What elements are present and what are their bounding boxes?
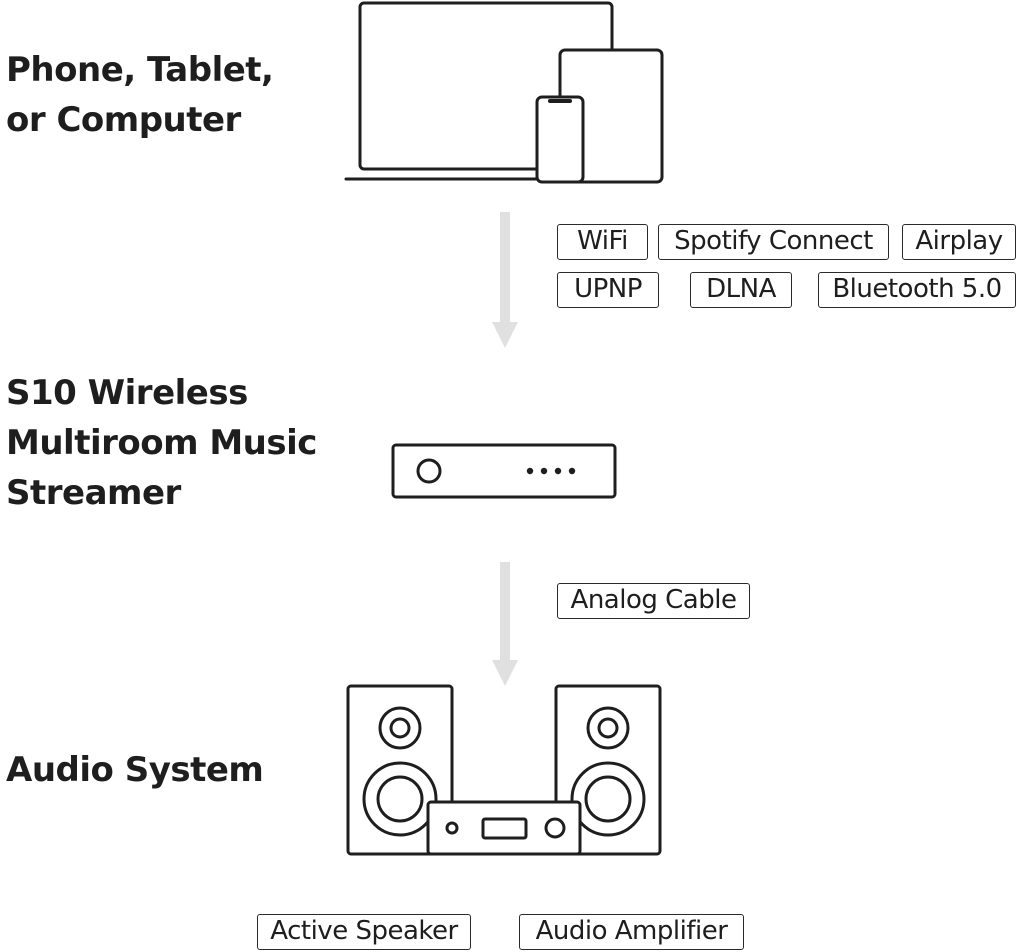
output-tag-audio-amplifier: Audio Amplifier: [519, 914, 744, 950]
connection-tag-bluetooth: Bluetooth 5.0: [818, 272, 1016, 308]
devices-icon: [344, 1, 664, 184]
output-tag-active-speaker: Active Speaker: [257, 914, 471, 950]
arrow-down-icon: [492, 212, 518, 348]
connection-tag-upnp: UPNP: [557, 272, 659, 308]
connection-tag-dlna: DLNA: [690, 272, 792, 308]
section-title-audio-system: Audio System: [6, 750, 264, 790]
streamer-icon: [391, 443, 617, 499]
connection-tag-analog-cable: Analog Cable: [557, 583, 750, 619]
arrow-down-icon: [492, 562, 518, 686]
stereo-system-icon: [346, 684, 662, 856]
connection-tag-wifi: WiFi: [557, 224, 648, 260]
connection-tag-spotify-connect: Spotify Connect: [658, 224, 889, 260]
section-title-source: Phone, Tablet, or Computer: [6, 50, 274, 140]
section-title-streamer: S10 Wireless Multiroom Music Streamer: [6, 373, 317, 513]
connection-tag-airplay: Airplay: [902, 224, 1016, 260]
